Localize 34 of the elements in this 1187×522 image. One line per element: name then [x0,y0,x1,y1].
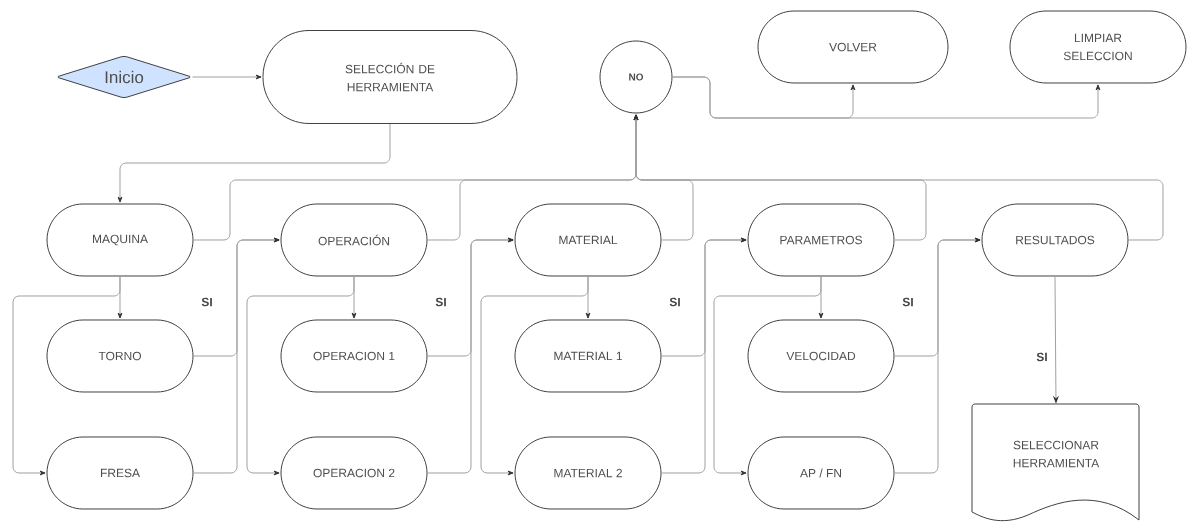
process-box: MATERIAL 1 [514,319,662,393]
arrow [480,276,589,476]
process-box: MATERIAL [514,203,662,277]
arrow [661,237,747,474]
arrow [713,276,822,476]
process-box: AP / FN [747,436,895,510]
terminal-box: LIMPIAR SELECCION [1009,10,1187,84]
edge-label: SI [434,296,448,308]
arrow [117,123,391,203]
process-box: OPERACION 2 [280,436,428,510]
edge-label: SI [901,296,915,308]
process-box: OPERACIÓN [280,203,428,277]
process-box: FRESA [46,436,194,510]
arrow [427,237,514,474]
process-box: MATERIAL 2 [514,436,662,510]
process-box: OPERACION 1 [280,319,428,393]
arrow [1053,276,1059,403]
process-box: MAQUINA [46,203,194,277]
edge-label: SI [1035,351,1049,363]
arrow [246,276,355,476]
process-box: PARAMETROS [747,203,895,277]
arrow [633,114,1164,241]
process-box: TORNO [46,319,194,393]
edge-label: SI [200,296,214,308]
terminal-box: SELECCIÓN DE HERRAMIENTA [262,30,518,124]
process-box: RESULTADOS [981,203,1129,277]
arrow [12,276,121,476]
process-box: VELOCIDAD [747,319,895,393]
terminal-box: VOLVER [757,10,949,84]
arrow [193,237,280,474]
edge-label: SI [668,296,682,308]
arrow [192,74,262,80]
arrow [672,76,1101,119]
arrow [894,237,981,474]
